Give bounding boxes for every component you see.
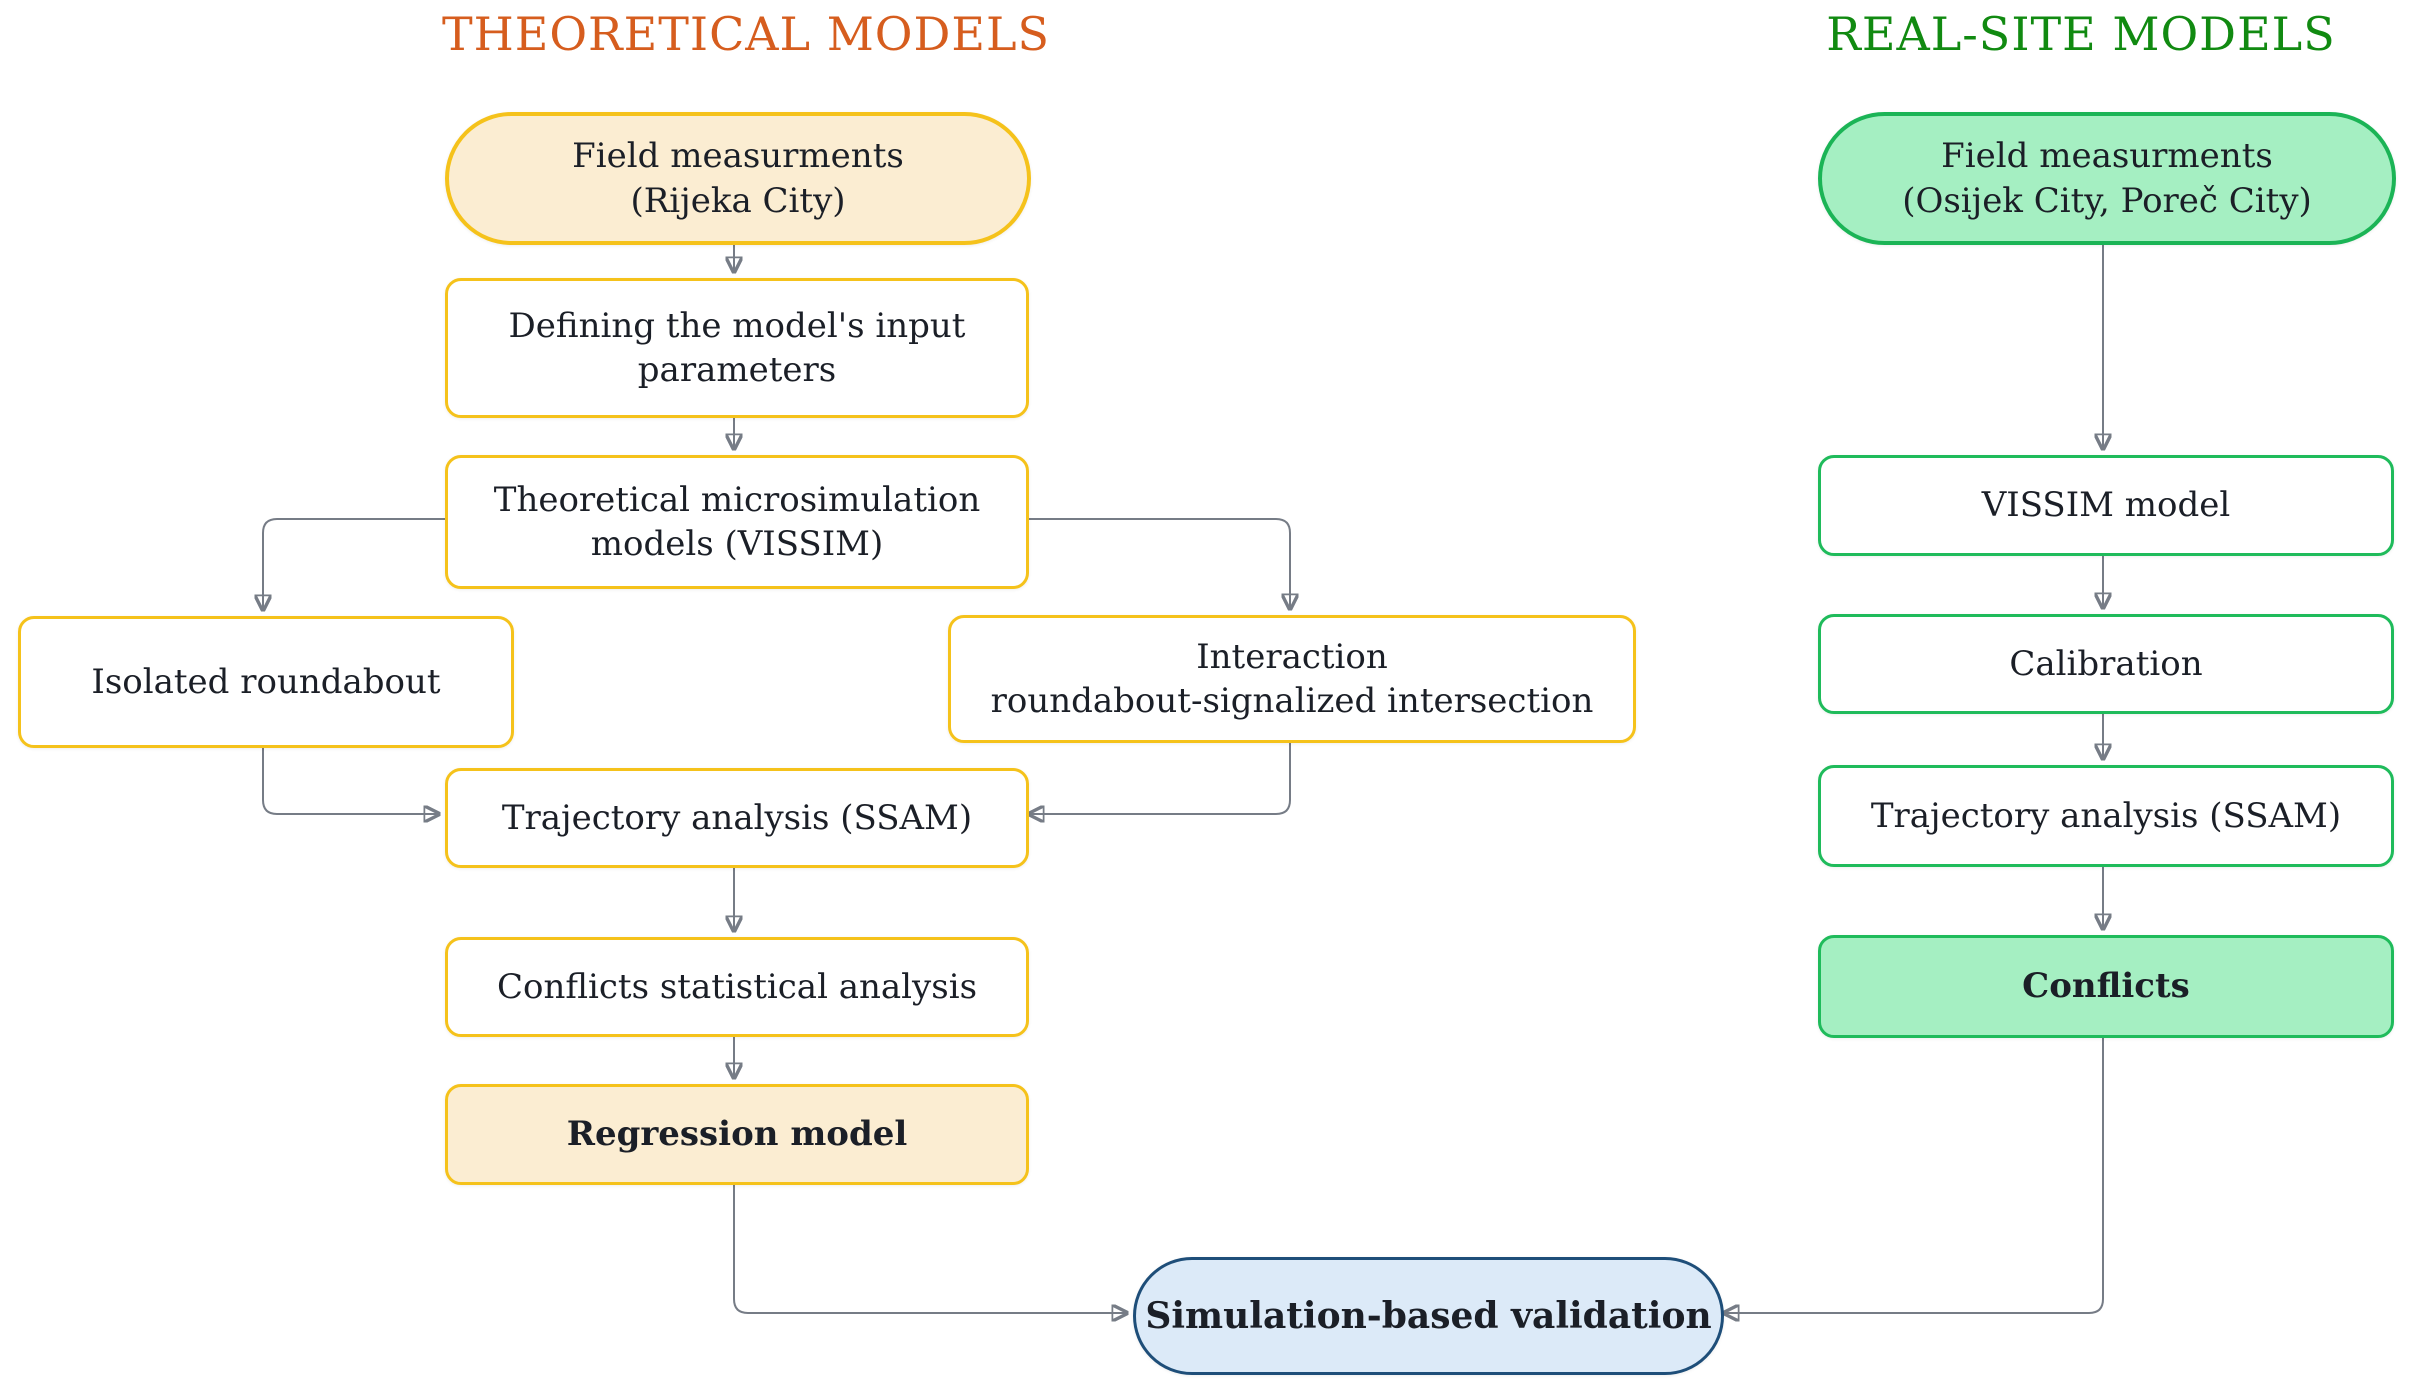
node-defining-input-parameters: Defining the model's input parameters <box>445 278 1029 418</box>
connector-micro-to-interaction <box>1023 518 1290 608</box>
connector-interaction-to-trajectory <box>1030 737 1291 814</box>
node-interaction-roundabout-signalized: Interaction roundabout-signalized inters… <box>948 615 1636 743</box>
connector-conflicts-to-validation <box>1725 1032 2104 1313</box>
node-field-measurements-osijek-porec: Field measurments (Osijek City, Poreč Ci… <box>1818 112 2396 245</box>
connector-micro-to-isolated <box>263 518 445 609</box>
node-simulation-based-validation: Simulation-based validation <box>1133 1257 1724 1375</box>
node-trajectory-analysis-ssam-right: Trajectory analysis (SSAM) <box>1818 765 2394 867</box>
left-column-title: THEORETICAL MODELS <box>441 7 1051 61</box>
node-trajectory-analysis-ssam-left: Trajectory analysis (SSAM) <box>445 768 1029 868</box>
node-isolated-roundabout: Isolated roundabout <box>18 616 514 748</box>
node-calibration: Calibration <box>1818 614 2394 714</box>
right-column-title: REAL-SITE MODELS <box>1826 7 2336 61</box>
node-vissim-model: VISSIM model <box>1818 455 2394 556</box>
node-field-measurements-rijeka: Field measurments (Rijeka City) <box>445 112 1031 245</box>
node-conflicts-statistical-analysis: Conflicts statistical analysis <box>445 937 1029 1037</box>
node-theoretical-microsimulation-models: Theoretical microsimulation models (VISS… <box>445 455 1029 589</box>
connector-isolated-to-trajectory <box>262 742 438 814</box>
node-conflicts: Conflicts <box>1818 935 2394 1038</box>
node-regression-model: Regression model <box>445 1084 1029 1185</box>
connector-regression-to-validation <box>733 1179 1126 1313</box>
